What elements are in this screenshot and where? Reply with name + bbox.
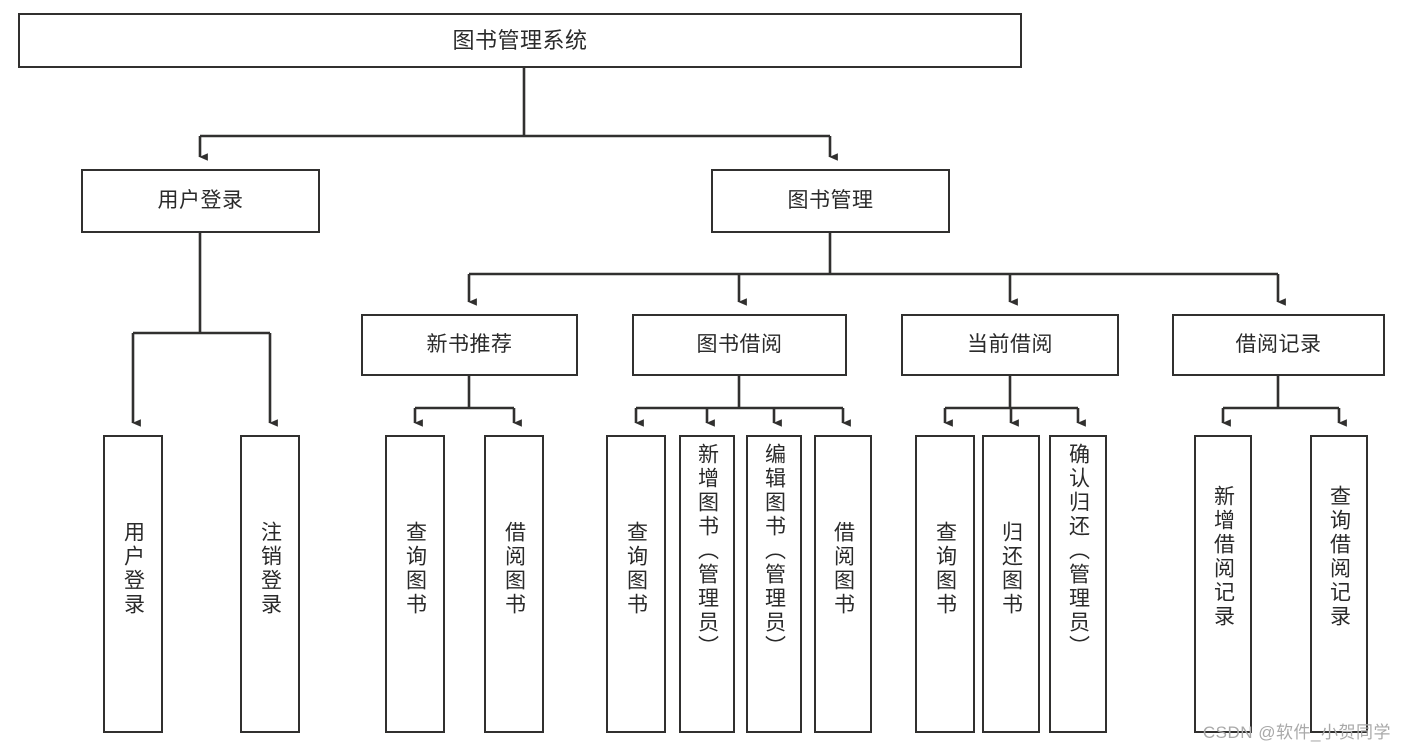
node-leaf-edit-book-admin[interactable]: 编辑图书（管理员） [746,435,802,733]
node-leaf-query-book-borrow[interactable]: 查询图书 [606,435,666,733]
node-leaf-user-login[interactable]: 用户登录 [103,435,163,733]
node-label: 编辑图书（管理员） [762,443,786,659]
node-leaf-add-borrow-record[interactable]: 新增借阅记录 [1194,435,1252,733]
node-label: 图书借阅 [696,332,783,356]
node-leaf-query-book-current[interactable]: 查询图书 [915,435,975,733]
node-label: 借阅图书 [831,521,855,617]
node-label: 查询图书 [403,521,427,617]
node-label: 查询借阅记录 [1327,485,1351,629]
node-label: 图书管理 [787,188,874,212]
node-label: 新增借阅记录 [1211,485,1235,629]
node-leaf-query-borrow-record[interactable]: 查询借阅记录 [1310,435,1368,733]
node-label: 当前借阅 [967,332,1053,356]
node-label: 确认归还（管理员） [1066,443,1090,659]
node-user-login[interactable]: 用户登录 [81,169,320,233]
node-leaf-logout-login[interactable]: 注销登录 [240,435,300,733]
node-label: 归还图书 [999,521,1023,617]
node-label: 新增图书（管理员） [695,443,719,659]
node-label: 查询图书 [624,521,648,617]
node-current-borrow[interactable]: 当前借阅 [901,314,1119,376]
node-borrow-record[interactable]: 借阅记录 [1172,314,1385,376]
node-label: 查询图书 [933,521,957,617]
node-leaf-confirm-return-admin[interactable]: 确认归还（管理员） [1049,435,1107,733]
node-leaf-add-book-admin[interactable]: 新增图书（管理员） [679,435,735,733]
node-new-book-recommend[interactable]: 新书推荐 [361,314,578,376]
node-leaf-borrow-book[interactable]: 借阅图书 [814,435,872,733]
node-label: 借阅记录 [1235,332,1322,356]
node-label: 用户登录 [157,188,244,212]
node-label: 新书推荐 [426,332,513,356]
node-label: 用户登录 [121,521,145,617]
node-leaf-return-book[interactable]: 归还图书 [982,435,1040,733]
node-book-borrow[interactable]: 图书借阅 [632,314,847,376]
node-leaf-borrow-book-recommend[interactable]: 借阅图书 [484,435,544,733]
node-label: 图书管理系统 [452,27,588,53]
node-label: 注销登录 [258,521,282,617]
node-book-manage[interactable]: 图书管理 [711,169,950,233]
node-label: 借阅图书 [502,521,526,617]
node-root-system[interactable]: 图书管理系统 [18,13,1022,68]
node-leaf-query-book-recommend[interactable]: 查询图书 [385,435,445,733]
watermark-text: CSDN @软件_小贺同学 [1202,723,1391,742]
